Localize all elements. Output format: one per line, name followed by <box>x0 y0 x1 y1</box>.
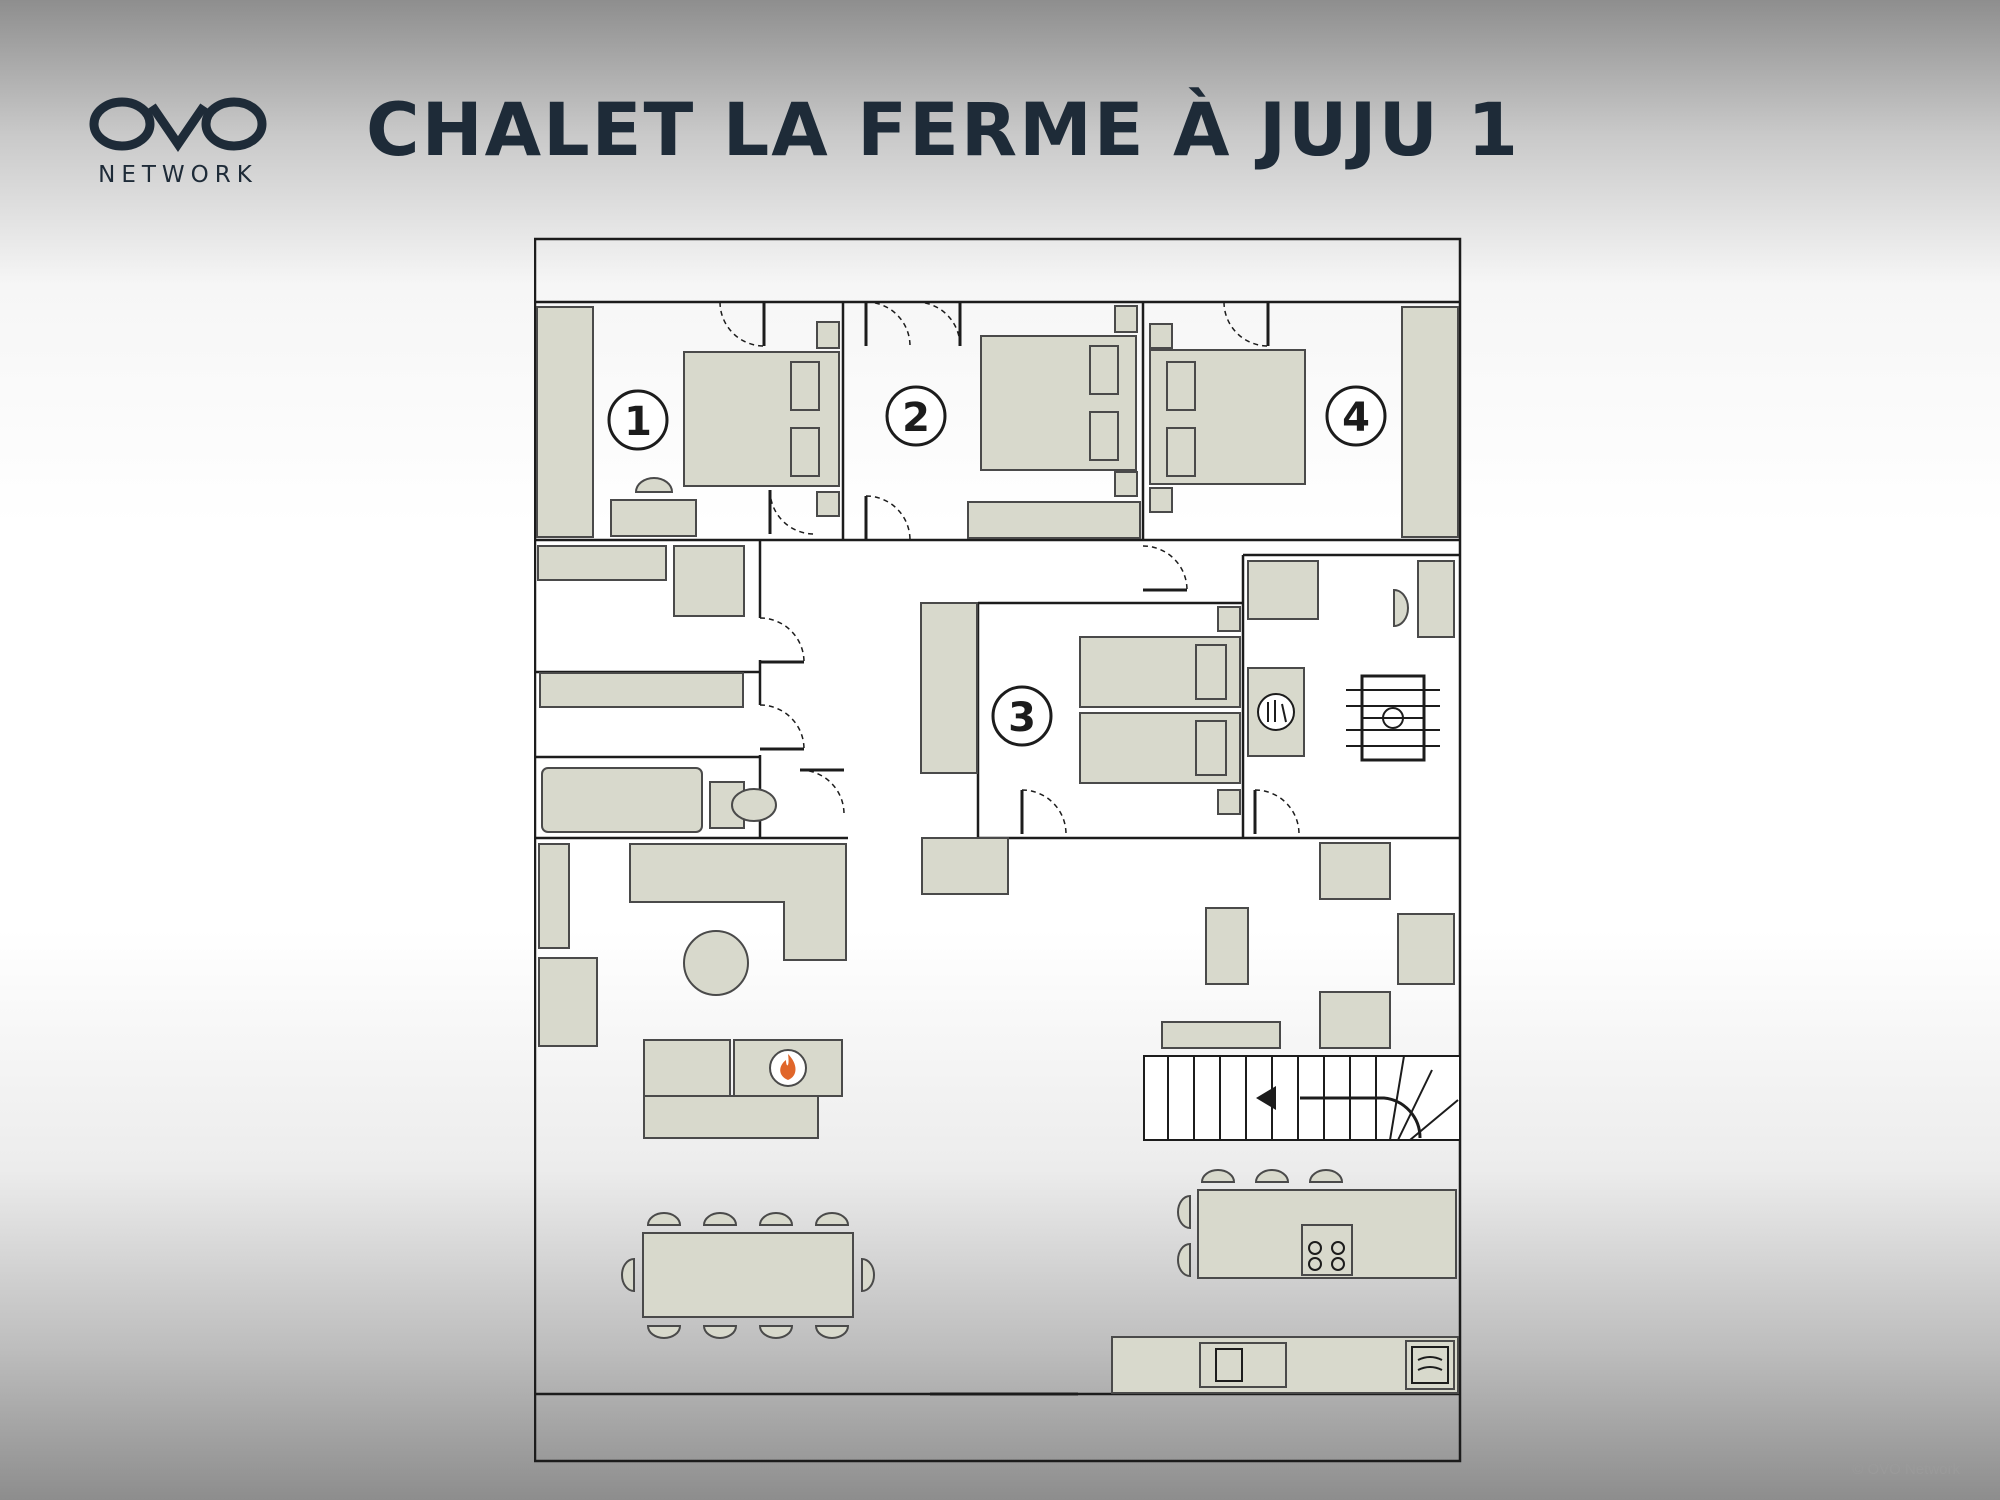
dining-table <box>642 1232 854 1318</box>
shower <box>673 545 745 617</box>
coffee-table <box>683 930 749 996</box>
side-table <box>538 843 570 949</box>
desk-games <box>1417 560 1455 638</box>
low-table <box>1205 907 1249 985</box>
room-number-2: 2 <box>902 395 930 441</box>
armchair-2 <box>1397 913 1455 985</box>
toilet-icon <box>731 788 777 822</box>
tv-unit <box>538 957 598 1047</box>
microwave-icon <box>1405 1340 1455 1390</box>
armchair-games <box>1247 560 1319 620</box>
copyright-notice: © OVO Network <box>1852 1461 1960 1478</box>
wardrobe-room-1 <box>536 306 594 538</box>
entry-bench <box>921 837 1009 895</box>
wardrobe-room-4 <box>1401 306 1459 538</box>
logo-text: NETWORK <box>98 162 258 188</box>
chairs <box>621 1169 1344 1339</box>
fire-symbol <box>769 1049 807 1087</box>
vanity-1 <box>537 545 667 581</box>
firewood-bench <box>643 1095 819 1139</box>
dresser-room-2 <box>967 501 1141 539</box>
floor-plan: 1 2 3 4 <box>534 237 1462 1463</box>
room-number-badges <box>607 385 1387 747</box>
vanity-2 <box>539 672 744 708</box>
page-title: CHALET LA FERME À JUJU 1 <box>366 88 1521 173</box>
room-number-3: 3 <box>1008 695 1036 741</box>
room-number-4: 4 <box>1342 395 1370 441</box>
armchair-3 <box>1319 991 1391 1049</box>
desk-room-1 <box>610 499 697 537</box>
corridor-wardrobe <box>920 602 978 774</box>
ovo-logo-mark-icon <box>89 97 267 152</box>
sofa <box>629 843 847 961</box>
furniture <box>536 305 1459 1394</box>
ovo-network-logo: NETWORK <box>86 92 270 192</box>
bench-stairs <box>1161 1021 1281 1049</box>
hearth-bench <box>643 1039 731 1097</box>
walls <box>534 237 1462 1463</box>
stairs-arrow-icon <box>1256 1086 1276 1110</box>
armchair-1 <box>1319 842 1391 900</box>
bathtub-icon <box>541 767 703 833</box>
room-number-1: 1 <box>624 399 652 445</box>
stairs <box>1143 1055 1461 1141</box>
